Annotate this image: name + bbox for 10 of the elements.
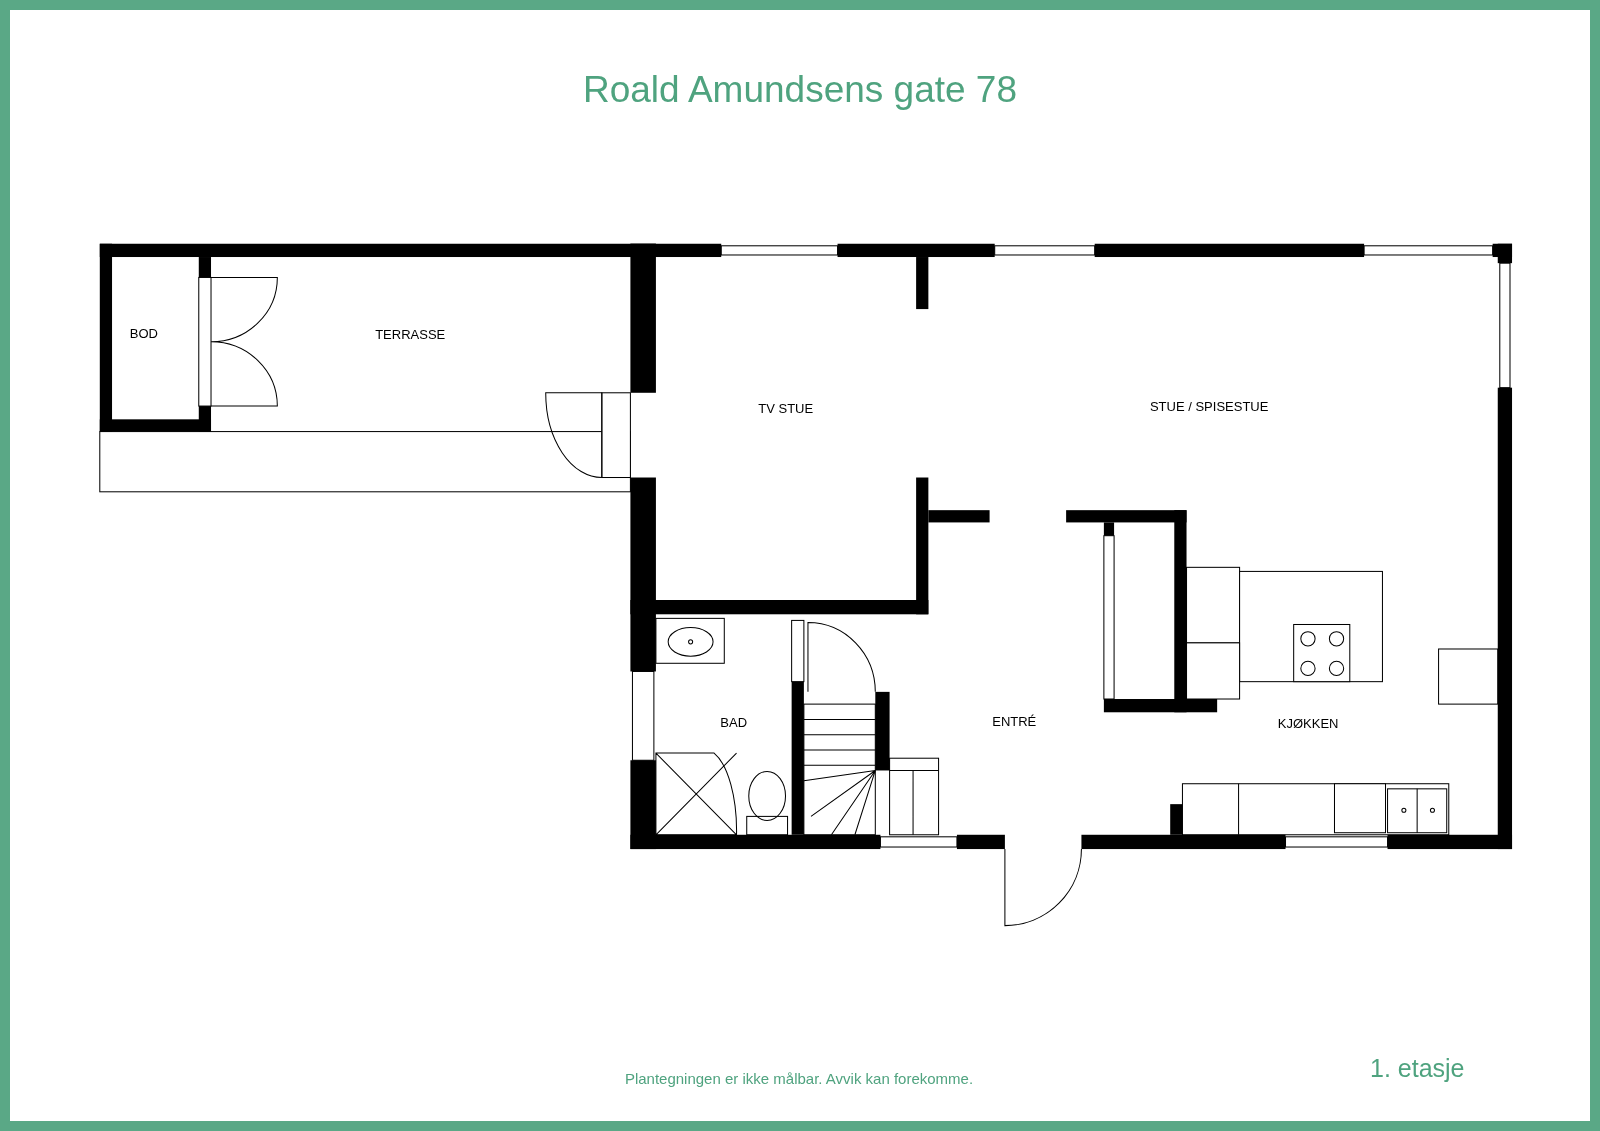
room-label: BAD [720, 714, 747, 733]
plan-title: Roald Amundsens gate 78 [582, 68, 1018, 112]
room-label: TERRASSE [375, 325, 446, 344]
room-label: STUE / SPISESTUE [1149, 398, 1269, 417]
room-label: BOD [129, 324, 158, 343]
room-label: KJØKKEN [1277, 715, 1339, 734]
floor-label: 1. etasje [1370, 1053, 1465, 1084]
disclaimer-note: Plantegningen er ikke målbar. Avvik kan forekomme. [624, 1069, 974, 1089]
room-label: ENTRÉ [992, 713, 1037, 732]
room-label: TV STUE [758, 400, 814, 419]
